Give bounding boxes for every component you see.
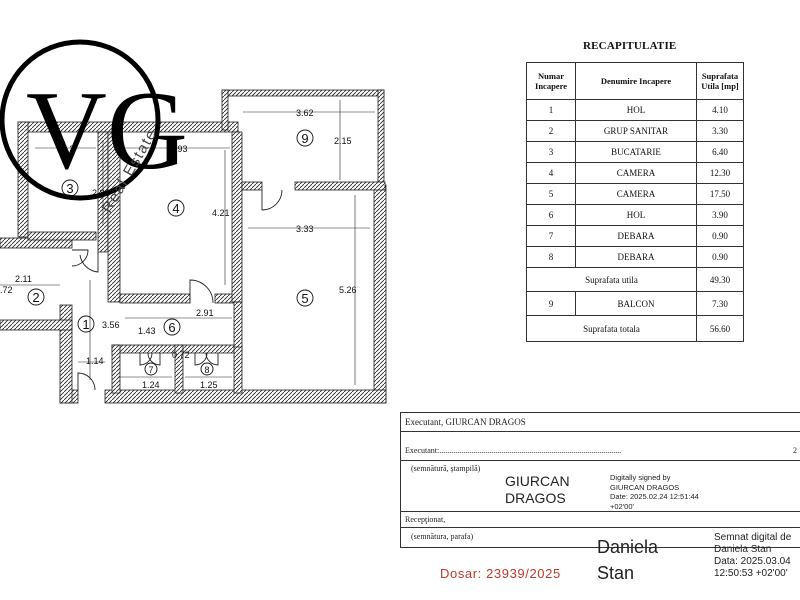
row-area: 7.30 — [696, 291, 744, 316]
room-markers — [27, 129, 314, 376]
executant-line: Executant:..............................… — [405, 446, 622, 455]
dosar-number: Dosar: 23939/2025 — [440, 566, 561, 581]
recap-table: Numar Incapere Denumire Incapere Suprafa… — [526, 62, 744, 342]
signer-1-name: GIURCAN DRAGOS — [505, 473, 570, 506]
row-name: HOL — [575, 204, 697, 226]
row-name: GRUP SANITAR — [575, 120, 697, 142]
room-1-number: 1 — [82, 317, 89, 332]
divider — [401, 460, 800, 461]
header-name: Denumire Incapere — [575, 62, 697, 100]
util-label: Suprafata utila — [526, 267, 697, 292]
signer-2-name: Daniela Stan — [597, 534, 658, 586]
dim-room5-width: 3.33 — [296, 224, 314, 234]
room-3-number: 3 — [66, 181, 73, 196]
divider — [401, 511, 800, 512]
row-num: 7 — [526, 225, 576, 247]
row-area: 12.30 — [696, 162, 744, 184]
row-num: 5 — [526, 183, 576, 205]
signer-2-last: Stan — [597, 563, 635, 583]
row-name: DEBARA — [575, 225, 697, 247]
util-row: Suprafata utila 49.30 — [526, 267, 744, 292]
row-name: BUCATARIE — [575, 141, 697, 163]
room-4-number: 4 — [172, 201, 179, 216]
stamp-label-2: (semnătura, parafa) — [411, 532, 474, 541]
room-8-number: 8 — [204, 365, 209, 375]
divider — [401, 527, 800, 528]
signature-block: Executant, GIURCAN DRAGOS Executant:....… — [400, 412, 800, 548]
logo-monogram: VG — [26, 69, 188, 193]
dim-hall-length: 3.56 — [102, 320, 120, 330]
dim-bath-depth: .72 — [0, 285, 13, 295]
room-2-number: 2 — [32, 290, 39, 305]
row-num: 3 — [526, 141, 576, 163]
row-name: CAMERA — [575, 183, 697, 205]
signer-2-first: Daniela — [597, 537, 659, 557]
doors — [71, 189, 283, 391]
recap-title: RECAPITULATIE — [583, 40, 677, 52]
room-6-number: 6 — [168, 320, 175, 335]
dim-balcony-width: 3.62 — [296, 108, 314, 118]
row-num: 9 — [526, 291, 576, 316]
row-num: 8 — [526, 246, 576, 268]
dim-pantry-gap: 0.72 — [172, 350, 190, 360]
stamp-label-1: (semnătură, ștampilă) — [411, 464, 481, 473]
row-name: BALCON — [575, 291, 697, 316]
total-value: 56.60 — [696, 315, 744, 342]
header-num: Numar Incapere — [526, 62, 576, 100]
dimension-lines — [0, 100, 375, 385]
row-name: DEBARA — [575, 246, 697, 268]
dim-balcony-depth: 2.15 — [334, 136, 352, 146]
receptionat-label: Recepţionat, — [405, 515, 446, 524]
divider — [401, 431, 800, 432]
dim-hall6-width: 2.91 — [196, 308, 214, 318]
room-7-number: 7 — [148, 365, 153, 375]
digital-signature-2: Semnat digital de Daniela Stan Data: 202… — [714, 532, 792, 579]
row-area: 3.30 — [696, 120, 744, 142]
row-area: 17.50 — [696, 183, 744, 205]
dim-bath-width: 2.11 — [15, 274, 32, 284]
digital-signature-1: Digitally signed by GIURCAN DRAGOS Date:… — [610, 473, 699, 511]
row-area: 3.90 — [696, 204, 744, 226]
row-num: 6 — [526, 204, 576, 226]
header-area: Suprafata Utila [mp] — [696, 62, 744, 100]
room-9-number: 9 — [301, 131, 308, 146]
dim-entry-width: 1.14 — [86, 356, 104, 366]
dim-kitchen-width: 2.3 — [62, 144, 75, 154]
row-name: HOL — [575, 99, 697, 121]
dim-room5-depth: 5.26 — [339, 285, 357, 295]
row-area: 4.10 — [696, 99, 744, 121]
total-label: Suprafata totala — [526, 315, 697, 342]
executant-title: Executant, GIURCAN DRAGOS — [405, 417, 526, 427]
row-num: 4 — [526, 162, 576, 184]
row-num: 2 — [526, 120, 576, 142]
dim-room4-depth: 4.21 — [212, 208, 230, 218]
room-numbers: 1 2 3 4 5 6 7 8 9 — [32, 131, 308, 375]
row-name: CAMERA — [575, 162, 697, 184]
row-area: 0.90 — [696, 246, 744, 268]
vg-logo: VG Real Estate — [0, 39, 188, 216]
dimension-labels: 2.3 2.93 3.62 2.15 2.86 4.21 3.33 5.26 2… — [0, 108, 357, 390]
dim-pantry7-width: 1.24 — [142, 380, 160, 390]
dim-hall6-depth: 1.43 — [138, 326, 156, 336]
util-value: 49.30 — [696, 267, 744, 292]
total-row: Suprafata totala 56.60 — [526, 315, 744, 342]
corner-number: 2 — [793, 446, 797, 455]
row-area: 0.90 — [696, 225, 744, 247]
row-num: 1 — [526, 99, 576, 121]
room-5-number: 5 — [301, 291, 308, 306]
recap-header-row: Numar Incapere Denumire Incapere Suprafa… — [526, 62, 744, 100]
dim-pantry8-width: 1.25 — [200, 380, 218, 390]
row-area: 6.40 — [696, 141, 744, 163]
dim-room4-width: 2.93 — [170, 144, 188, 154]
